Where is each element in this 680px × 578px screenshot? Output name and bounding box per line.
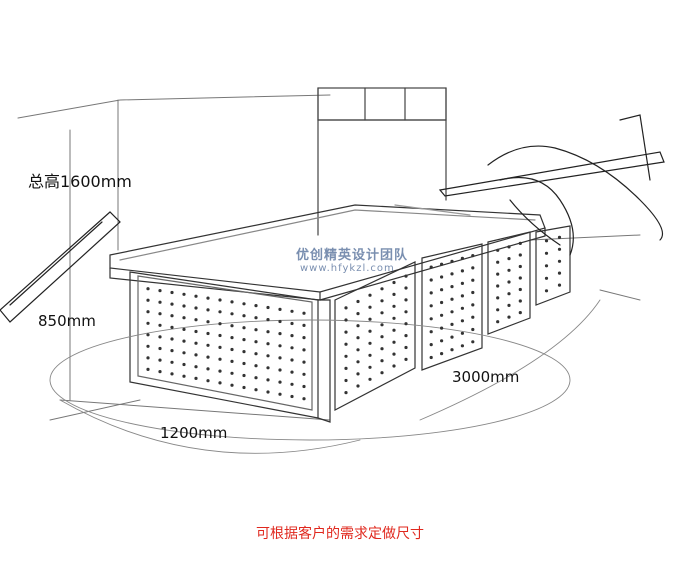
ruler — [0, 211, 121, 323]
perforation-dots — [146, 235, 562, 401]
front-panel — [129, 271, 331, 423]
counter-height-label: 850mm — [38, 312, 96, 330]
watermark-brand: 优创精英设计团队 — [296, 248, 409, 263]
width-label: 1200mm — [160, 424, 228, 442]
watermark-url: www.hfykzl.com — [300, 263, 395, 274]
total-height-label: 总高1600mm — [28, 172, 132, 191]
back-shelf-frame — [317, 87, 447, 236]
side-panels — [334, 225, 571, 411]
caption: 可根据客户的需求定做尺寸 — [256, 526, 424, 542]
length-label: 3000mm — [452, 368, 520, 386]
room-walls — [17, 94, 641, 421]
floor-arcs — [49, 299, 601, 454]
hand-with-pencil — [438, 114, 665, 256]
